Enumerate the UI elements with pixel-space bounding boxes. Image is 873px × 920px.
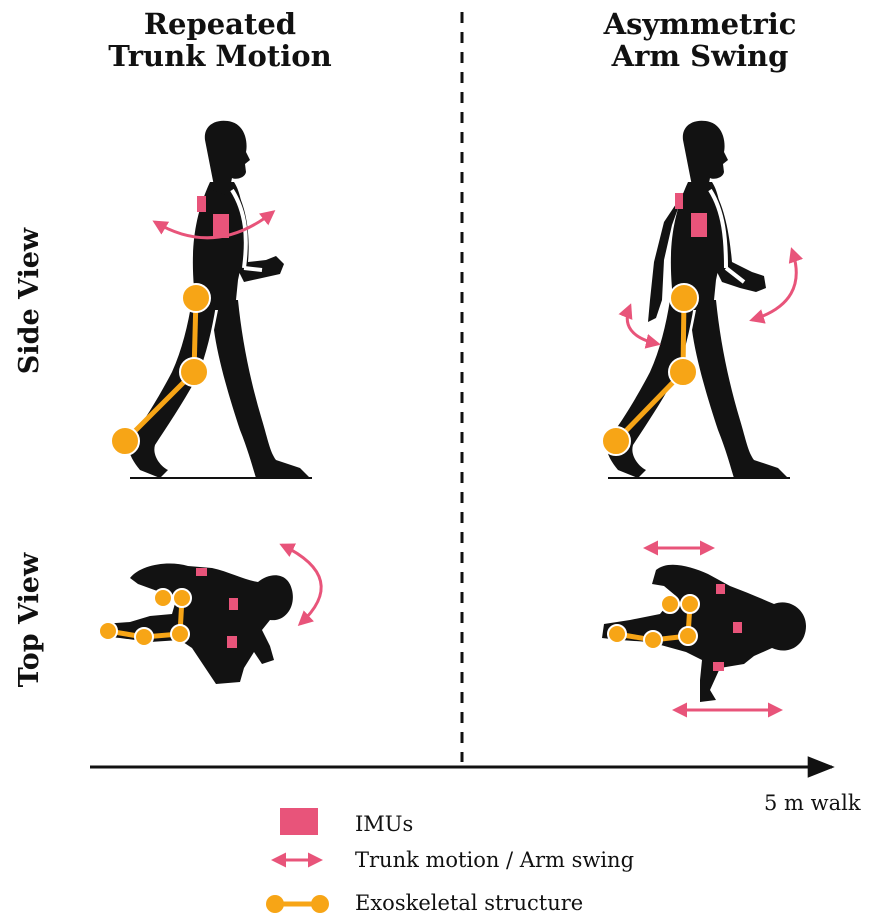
column-title-left-line1: Repeated bbox=[143, 7, 297, 41]
axis-label: 5 m walk bbox=[764, 791, 861, 815]
imu-marker bbox=[713, 662, 724, 671]
legend-motion-label: Trunk motion / Arm swing bbox=[355, 848, 635, 872]
imu-marker bbox=[733, 622, 742, 633]
trunk-rotation-arrow bbox=[279, 543, 323, 627]
imu-marker bbox=[691, 213, 707, 237]
arm-swing-arrow-back bbox=[618, 303, 661, 349]
row-label-top-view: Top View bbox=[14, 552, 45, 688]
imu-marker bbox=[227, 636, 237, 648]
exoskeleton-right-top bbox=[607, 594, 700, 650]
imu-marker bbox=[675, 193, 683, 209]
imu-marker bbox=[196, 568, 207, 576]
legend-imu-swatch bbox=[280, 808, 318, 835]
trunk-motion-arrow bbox=[152, 210, 276, 240]
top-walker-right bbox=[602, 564, 806, 702]
top-walker-left bbox=[100, 563, 293, 684]
legend-exo-symbol bbox=[266, 895, 329, 913]
exoskeleton-left-side bbox=[110, 283, 211, 456]
column-title-left: Repeated Trunk Motion bbox=[100, 8, 340, 72]
imu-marker bbox=[197, 196, 206, 212]
column-title-right: Asymmetric Arm Swing bbox=[580, 8, 820, 72]
column-title-right-line2: Arm Swing bbox=[611, 39, 789, 73]
column-title-right-line1: Asymmetric bbox=[603, 7, 797, 41]
legend-imu-label: IMUs bbox=[355, 812, 414, 836]
exoskeleton-right-side bbox=[601, 283, 699, 456]
row-label-side-view: Side View bbox=[14, 227, 45, 375]
exoskeleton-left-top bbox=[98, 588, 192, 647]
arm-swing-arrow-front bbox=[749, 247, 804, 324]
side-walker-left bbox=[128, 120, 310, 478]
column-title-left-line2: Trunk Motion bbox=[108, 39, 332, 73]
legend-exo-label: Exoskeletal structure bbox=[355, 891, 584, 915]
imu-marker bbox=[229, 598, 238, 610]
imu-marker bbox=[716, 584, 725, 594]
